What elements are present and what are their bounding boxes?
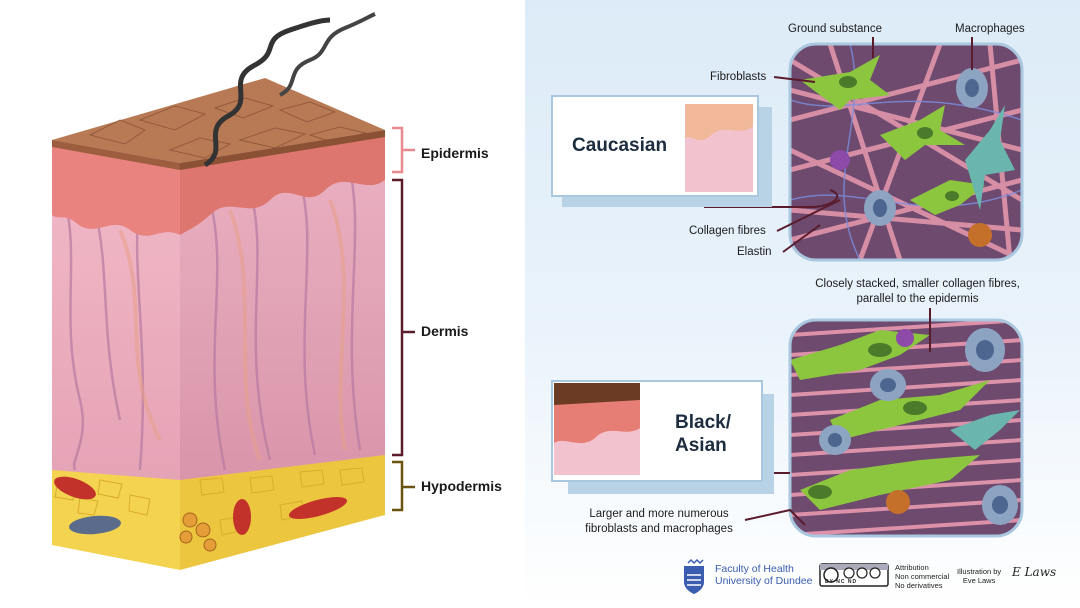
epidermis-bracket [392, 126, 415, 174]
red-blood-cell [233, 499, 251, 535]
elastin-label: Elastin [737, 246, 772, 258]
red-blood-cell [69, 515, 121, 535]
epidermis-label: Epidermis [421, 145, 489, 161]
faculty-line2: University of Dundee [715, 575, 813, 587]
collagen-fibres-label: Collagen fibres [689, 225, 766, 237]
fibroblast-cell [800, 455, 980, 510]
license-text: Attribution Non commercial No derivative… [895, 563, 949, 590]
red-blood-cell [288, 497, 348, 519]
illustration-credit: Illustration by Eve Laws [957, 567, 1001, 585]
hair-strand [278, 12, 376, 97]
fibroblast-cell [950, 410, 1020, 450]
larger-numerous-label: Larger and more numerous fibroblasts and… [585, 508, 733, 535]
black-asian-title: Black/ Asian [675, 411, 731, 457]
fibroblasts-label: Fibroblasts [710, 71, 767, 83]
dermis-label: Dermis [421, 323, 469, 339]
black-asian-tissue-magnified [790, 320, 1022, 536]
elastin-leader [782, 224, 821, 253]
black-asian-title-line2: Asian [675, 435, 727, 456]
macrophages-label: Macrophages [955, 23, 1025, 35]
faculty-line1: Faculty of Health [715, 563, 794, 575]
cc-badge-text: BY NC ND [825, 579, 858, 585]
hypodermis-label: Hypodermis [421, 478, 502, 494]
caucasian-title: Caucasian [572, 135, 668, 156]
license-line1: Attribution [895, 563, 929, 572]
dermis-bracket [392, 178, 415, 457]
collagen-fibres-leader [776, 199, 841, 232]
fibroblasts-leader [773, 76, 816, 83]
caucasian-connector [704, 189, 839, 208]
creative-commons-icon [819, 563, 889, 587]
license-line2: Non commercial [895, 572, 950, 581]
closely-stacked-label: Closely stacked, smaller collagen fibres… [815, 278, 1020, 305]
dermis-side [180, 150, 385, 480]
illustration-line1: Illustration by [957, 567, 1002, 576]
skin-block-illustration [52, 12, 415, 570]
hypodermis-side [180, 455, 385, 570]
artist-signature: E Laws [1012, 565, 1057, 579]
caucasian-tissue-magnified [790, 44, 1022, 260]
dermis-front [52, 160, 180, 480]
red-blood-cell [54, 476, 96, 500]
faculty-name: Faculty of Health University of Dundee [715, 563, 812, 587]
university-shield-icon [684, 558, 704, 594]
illustration-line2: Eve Laws [962, 576, 996, 585]
hair-strand [203, 17, 331, 168]
fibroblast-cell [790, 330, 930, 380]
black-asian-title-line1: Black/ [675, 412, 731, 433]
ground-substance-label: Ground substance [788, 23, 882, 35]
fibroblast-cell [965, 105, 1015, 210]
license-line3: No derivatives [895, 581, 943, 590]
larger-numerous-leader [744, 508, 806, 526]
hypodermis-bracket [392, 460, 415, 512]
